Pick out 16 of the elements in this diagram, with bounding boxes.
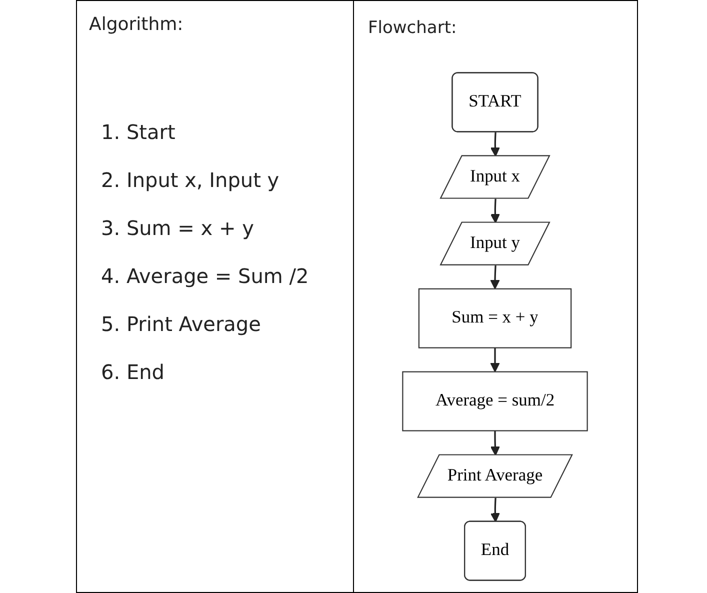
algorithm-step: 4. Average = Sum /2	[101, 264, 309, 288]
column-heading: Algorithm:	[89, 14, 184, 35]
algorithm-step: 5. Print Average	[101, 312, 261, 336]
algorithm-step: 2. Input x, Input y	[101, 168, 280, 192]
node-box: Average = sum/2	[402, 371, 588, 432]
arrow	[490, 132, 500, 157]
column-heading: Flowchart:	[368, 18, 457, 38]
arrow	[490, 348, 500, 372]
arrow	[490, 430, 500, 456]
algorithm-step: 1. Start	[101, 120, 176, 144]
algorithm-step: 3. Sum = x + y	[101, 216, 254, 240]
arrow	[490, 265, 500, 290]
arrow	[490, 198, 500, 224]
node-box: Sum = x + y	[418, 288, 572, 348]
algorithm-step: 6. End	[101, 360, 164, 384]
arrow	[490, 498, 500, 522]
